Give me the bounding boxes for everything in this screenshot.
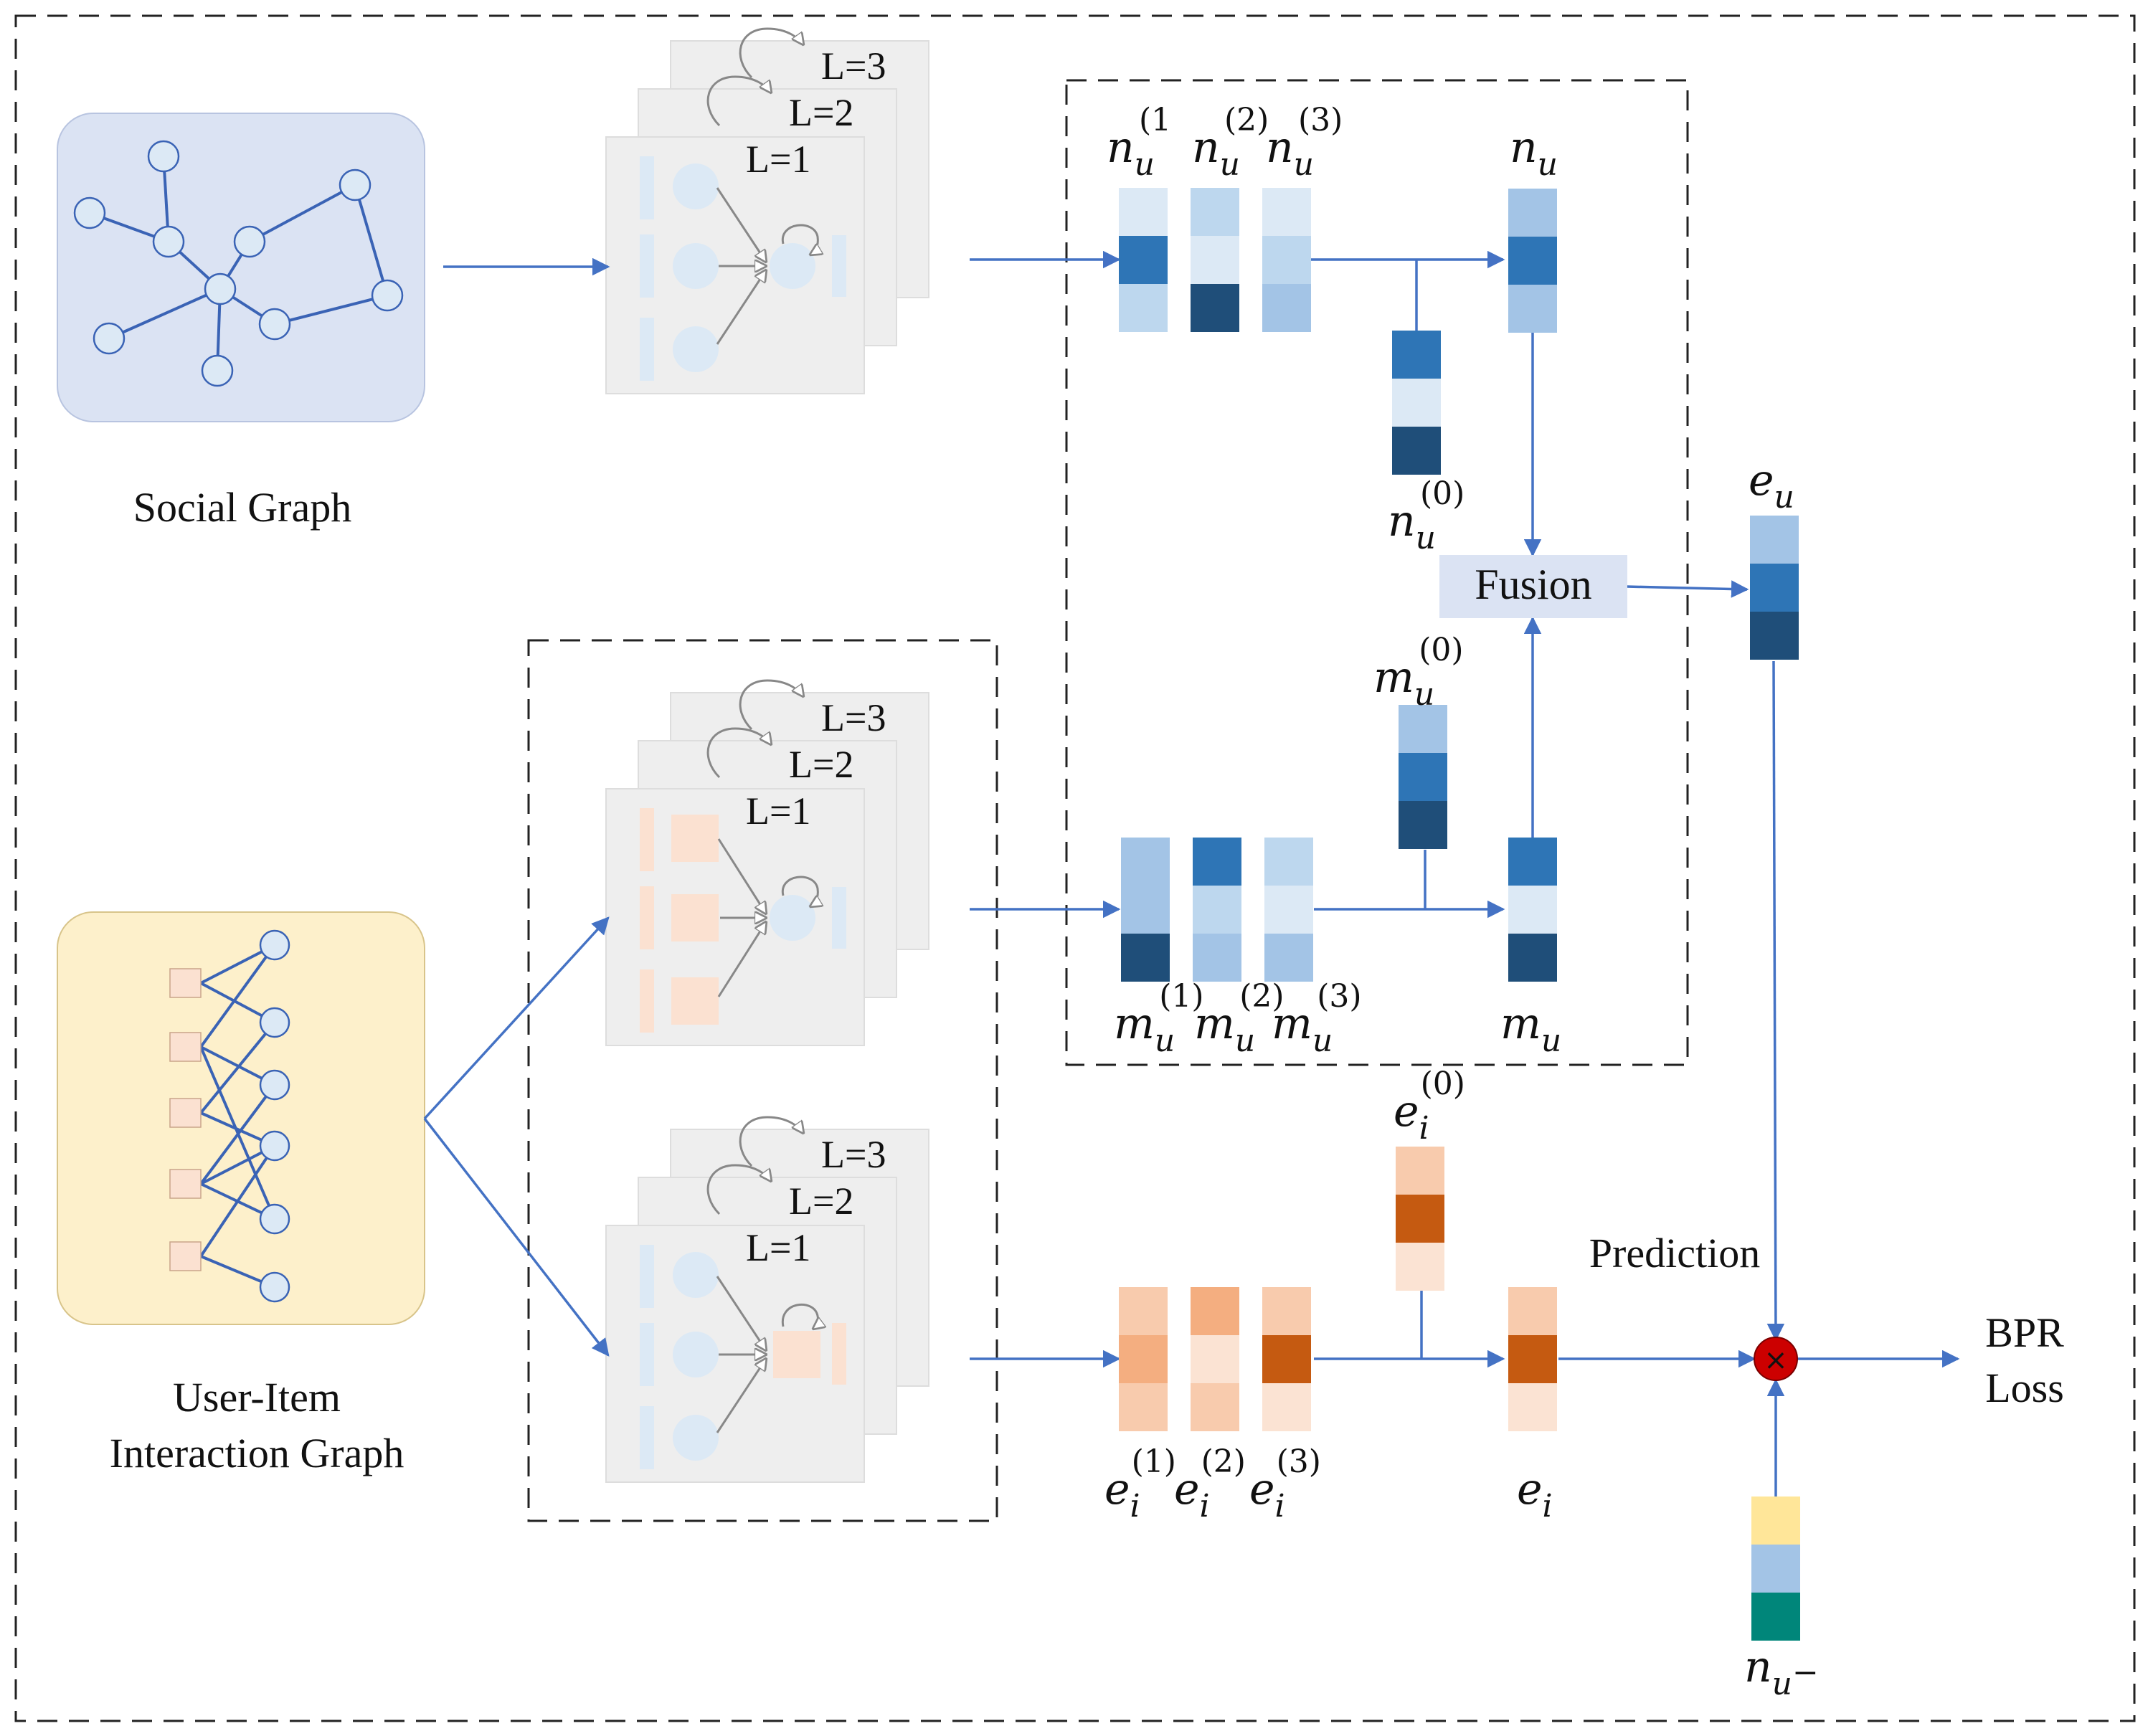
vector-e-i3 (1262, 1287, 1311, 1431)
fusion-box (1439, 555, 1627, 618)
vector-n-u1 (1119, 188, 1168, 332)
fusion-dashed-box (1065, 79, 1689, 1066)
interaction-graph-caption-line2: Interaction Graph (110, 1430, 404, 1476)
gnn-dashed-box (527, 639, 998, 1522)
vector-negative (1751, 1497, 1800, 1641)
vector-m-u0 (1399, 705, 1447, 849)
bpr-label-line2: Loss (1985, 1365, 2064, 1411)
layer-label-1: L=1 (746, 789, 810, 833)
vector-e-i1 (1119, 1287, 1168, 1431)
bpr-label-line1: BPR (1985, 1309, 2064, 1356)
vector-n-u3 (1262, 188, 1311, 332)
label-n-u1: nu(1 (1107, 102, 1171, 183)
label-e-i2: ei(2) (1174, 1443, 1246, 1524)
interaction-graph-items (169, 968, 202, 1271)
layer-label-1: L=1 (746, 1226, 810, 1269)
layer-stack-social: L=3 L=2 L=1 (605, 27, 929, 394)
vectors-item (1119, 1147, 1557, 1431)
layer-label-1: L=1 (746, 138, 810, 181)
interaction-graph-caption-line1: User-Item (173, 1374, 341, 1420)
layer-label-2: L=2 (789, 91, 853, 134)
label-m-u1: mu(1) (1114, 978, 1204, 1059)
layer-label-3: L=3 (821, 44, 886, 87)
label-e-i1: ei(1) (1104, 1443, 1176, 1524)
vector-e-i0 (1396, 1147, 1444, 1291)
label-n-u3: nu(3) (1266, 102, 1343, 183)
vector-m-u3 (1264, 838, 1313, 982)
layer-stack-item: L=3 L=2 L=1 (605, 1116, 929, 1483)
social-graph-nodes (73, 140, 404, 387)
label-m-u3: mu(3) (1272, 978, 1362, 1059)
label-e-i: ei (1517, 1464, 1553, 1524)
vector-e-u (1750, 516, 1799, 660)
multiply-node (1754, 1337, 1798, 1381)
math-labels: nu(1 nu(2) nu(3) nu nu(0) mu(0) mu(1) mu… (1104, 102, 1819, 1702)
interaction-graph-panel (57, 911, 425, 1325)
vector-e-i2 (1191, 1287, 1239, 1431)
vector-m-u (1508, 838, 1557, 982)
vector-n-u2 (1191, 188, 1239, 332)
vector-m-u1 (1121, 838, 1170, 982)
label-m-u0: mu(0) (1373, 632, 1464, 713)
label-n-u2: nu(2) (1192, 102, 1269, 183)
layer-label-2: L=2 (789, 743, 853, 786)
layer-label-2: L=2 (789, 1180, 853, 1223)
label-m-u2: mu(2) (1194, 978, 1284, 1059)
vector-n-u0 (1392, 331, 1441, 475)
fusion-label: Fusion (1475, 561, 1591, 608)
interaction-graph-users (259, 929, 290, 1303)
label-n-u: nu (1510, 123, 1558, 183)
prediction-label: Prediction (1589, 1230, 1760, 1276)
vector-e-i (1508, 1287, 1557, 1431)
social-graph-caption: Social Graph (133, 484, 351, 531)
label-n-negative: nu− (1744, 1642, 1819, 1702)
layer-label-3: L=3 (821, 696, 886, 739)
vector-n-u (1508, 189, 1557, 333)
label-e-u: eu (1749, 455, 1794, 516)
label-e-i3: ei(3) (1249, 1443, 1321, 1524)
multiply-icon: × (1764, 1344, 1788, 1377)
arrows (423, 250, 1960, 1497)
vector-m-u2 (1193, 838, 1241, 982)
vectors-social (1119, 188, 1557, 475)
label-n-u0: nu(0) (1388, 475, 1465, 556)
layer-stack-user: L=3 L=2 L=1 (605, 679, 929, 1046)
label-e-i0: ei(0) (1394, 1066, 1465, 1147)
layer-label-3: L=3 (821, 1133, 886, 1176)
outer-frame (14, 14, 2136, 1722)
social-graph-panel (57, 113, 425, 422)
label-m-u: mu (1500, 999, 1561, 1059)
vectors-user (1121, 705, 1557, 982)
